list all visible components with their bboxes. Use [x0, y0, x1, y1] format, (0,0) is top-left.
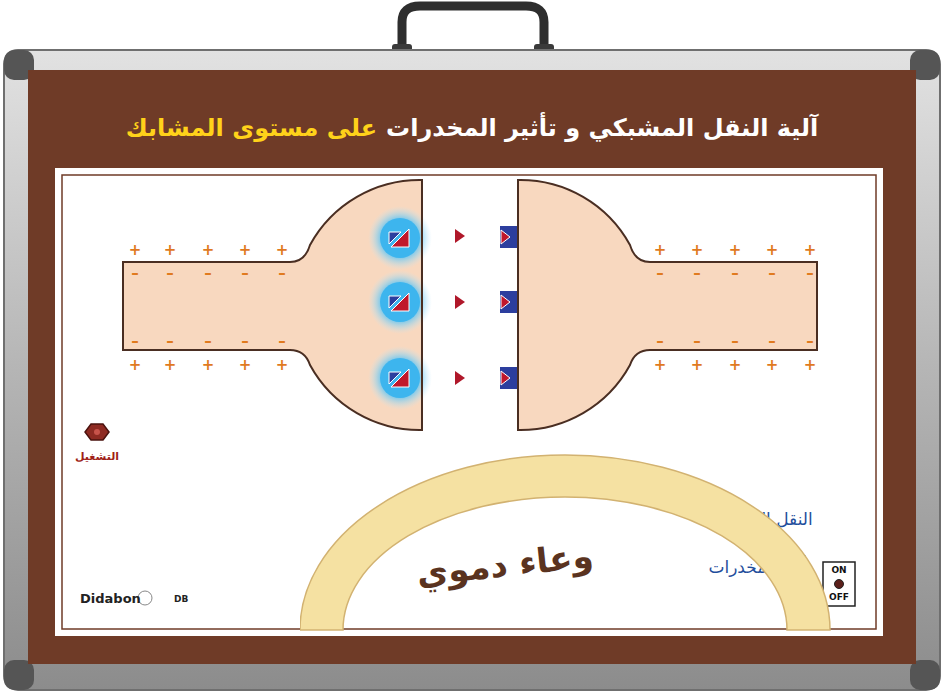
start-button-shine: [94, 429, 100, 435]
charge-minus: –: [656, 333, 664, 350]
charge-plus: +: [729, 357, 742, 374]
charge-plus: +: [164, 242, 177, 259]
charge-plus: +: [129, 242, 142, 259]
charge-plus: +: [164, 357, 177, 374]
charge-minus: –: [278, 333, 286, 350]
power-switch: [823, 562, 855, 606]
charge-minus: –: [278, 265, 286, 282]
board-title: آلية النقل المشبكي و تأثير المخدرات: [386, 114, 818, 143]
start-label: التشغيل: [75, 451, 119, 463]
charge-minus: –: [768, 333, 776, 350]
neurotransmitter: [455, 371, 465, 385]
blood-vessel: وعاء دموي: [300, 452, 832, 632]
charge-minus: –: [166, 333, 174, 350]
vessel-wall: [300, 455, 830, 630]
charge-plus: +: [654, 357, 667, 374]
charge-plus: +: [276, 357, 289, 374]
charge-minus: –: [204, 333, 212, 350]
brown-panel: [28, 70, 916, 664]
charge-plus: +: [691, 357, 704, 374]
charge-minus: –: [241, 265, 249, 282]
charge-plus: +: [239, 242, 252, 259]
presynaptic-membrane: [421, 180, 423, 430]
charge-plus: +: [729, 242, 742, 259]
charge-plus: +: [804, 242, 817, 259]
case-handle: [402, 6, 544, 56]
charge-minus: –: [131, 333, 139, 350]
start-button: [85, 424, 109, 440]
aluminium-frame: [4, 50, 940, 690]
board-title-tail: على مستوى المشابك: [126, 114, 377, 143]
neurotransmitter: [455, 229, 465, 243]
switch-knob: [835, 580, 844, 589]
postsynaptic-neuron: [518, 180, 817, 430]
neurotransmitter: [455, 295, 465, 309]
charge-minus: –: [806, 333, 814, 350]
charge-minus: –: [693, 333, 701, 350]
charge-minus: –: [204, 265, 212, 282]
charge-plus: +: [766, 357, 779, 374]
charge-minus: –: [166, 265, 174, 282]
charge-minus: –: [131, 265, 139, 282]
charge-plus: +: [691, 242, 704, 259]
charge-minus: –: [768, 265, 776, 282]
charge-minus: –: [693, 265, 701, 282]
charge-minus: –: [656, 265, 664, 282]
brand-logo: Didabon: [80, 592, 141, 606]
charge-minus: –: [731, 265, 739, 282]
inner-border: [62, 175, 876, 629]
charge-plus: +: [654, 242, 667, 259]
charge-plus: +: [766, 242, 779, 259]
title-row: آلية النقل المشبكي و تأثير المخدرات على م…: [126, 114, 819, 143]
charge-plus: +: [202, 357, 215, 374]
frame-corner: [910, 660, 940, 690]
charge-plus: +: [804, 357, 817, 374]
brand-code: DB: [174, 595, 188, 605]
frame-corner: [4, 660, 34, 690]
charge-plus: +: [239, 357, 252, 374]
charge-minus: –: [241, 333, 249, 350]
vessel-label: وعاء دموي: [415, 537, 595, 593]
charge-minus: –: [731, 333, 739, 350]
switch-on-label: ON: [831, 566, 846, 576]
charge-plus: +: [202, 242, 215, 259]
charge-minus: –: [806, 265, 814, 282]
receptor: [500, 367, 517, 389]
white-board: [55, 168, 883, 636]
receptor: [500, 291, 517, 313]
receptor: [500, 226, 517, 248]
switch-off-label: OFF: [829, 593, 849, 603]
charge-plus: +: [129, 357, 142, 374]
charge-plus: +: [276, 242, 289, 259]
